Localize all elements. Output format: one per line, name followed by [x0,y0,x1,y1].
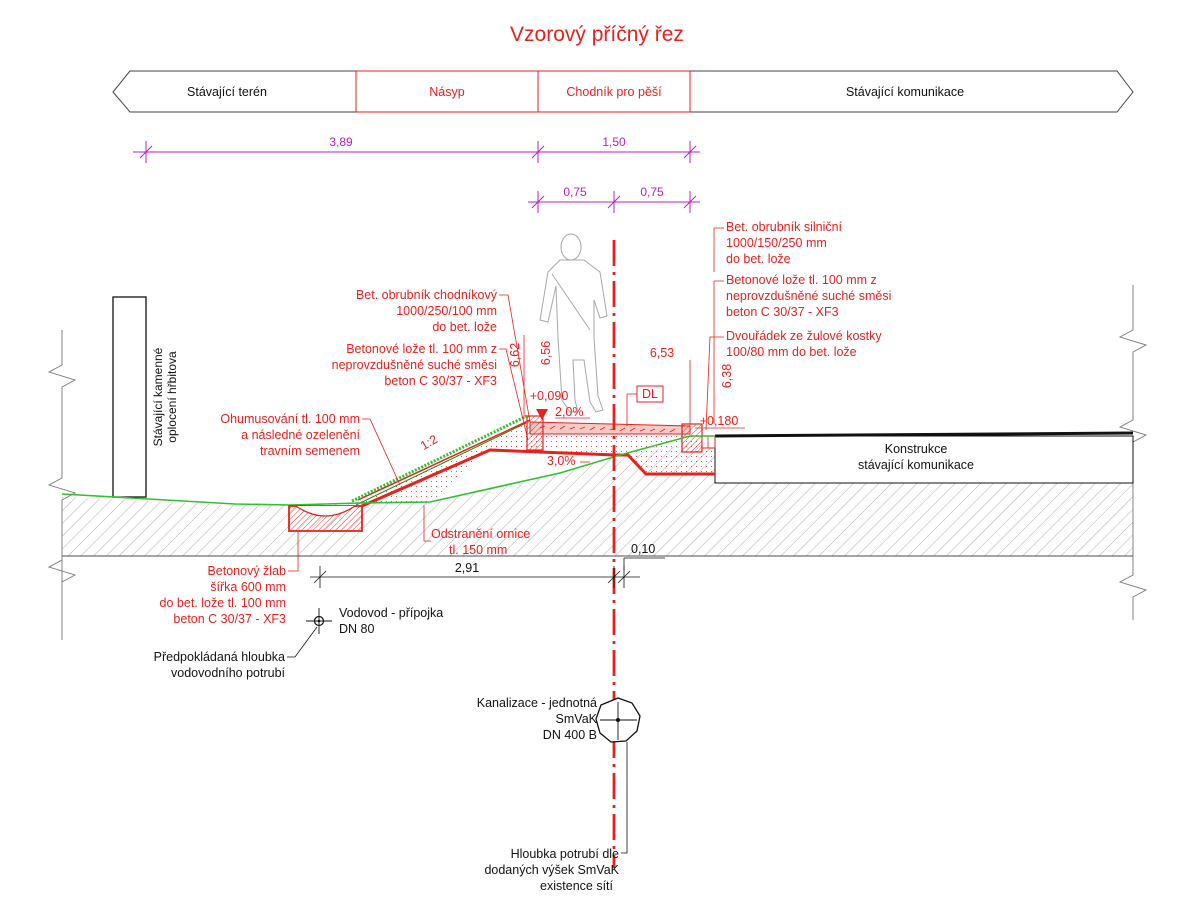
note-bed-right-1: Betonové lože tl. 100 mm z [726,273,877,287]
note-topsoil-2: a následné ozelenění [241,428,360,442]
note-gutter-2: šířka 600 mm [210,580,286,594]
note-curb-sidewalk-3: do bet. lože [432,320,497,334]
dim-half-left: 0,75 [563,185,587,199]
note-paving: Dvouřádek ze žulové kostky 100/80 mm do … [705,329,882,431]
note-gutter: Betonový žlab šířka 600 mm do bet. lože … [160,531,299,626]
lower-dimensions: 2,91 0,10 [310,542,665,588]
sewer-pipe: Kanalizace - jednotná SmVaK DN 400 B Hlo… [477,696,641,893]
note-strip: Odstranění ornice tl. 150 mm [423,505,530,557]
top-dimensions: 3,89 1,50 0,75 0,75 [133,135,700,213]
note-curb-road-2: 1000/150/250 mm [726,236,827,250]
note-bed-right: Betonové lože tl. 100 mm z neprovzdušněn… [713,273,891,424]
level-step-left: +0,090 [530,389,569,403]
note-gutter-1: Betonový žlab [207,564,286,578]
note-curb-road-3: do bet. lože [726,252,791,266]
note-topsoil: Ohumusování tl. 100 mm a následné ozelen… [220,412,401,486]
fence-label-line1: Stávající kamenné [151,347,165,446]
existing-terrain-line [61,435,715,506]
water-label-1: Vodovod - přípojka [339,606,443,620]
level-l4: 6,38 [720,364,734,388]
dl-tag: DL [626,385,664,426]
note-bed-right-2: neprovzdušněné suché směsi [726,289,891,303]
slope-embankment: 1:2 [418,432,440,453]
note-topsoil-3: travním semenem [260,444,360,458]
note-bed-left-1: Betonové lože tl. 100 mm z [346,342,497,356]
note-curb-sidewalk-2: 1000/250/100 mm [396,304,497,318]
note-gutter-3: do bet. lože tl. 100 mm [160,596,286,610]
slope-base: 3,0% [547,454,576,468]
note-topsoil-1: Ohumusování tl. 100 mm [220,412,360,426]
levels: 6,62 6,56 6,53 6,38 +0,090 +0,180 [508,335,745,429]
note-strip-2: tl. 150 mm [449,543,507,557]
dim-half-right: 0,75 [640,185,664,199]
slope-sidewalk: 2,0% [555,405,584,419]
sewer-label-2: SmVaK [556,712,598,726]
road-construction: Konstrukce stávající komunikace [714,431,1134,484]
level-l3: 6,53 [650,346,674,360]
water-depth-1: Předpokládaná hloubka [154,650,285,664]
sewer-label-3: DN 400 B [543,728,597,742]
zone-chodnik-box [537,70,691,113]
fence-wall: Stávající kamenné oplocení hřbitova [112,296,179,498]
dim-total-left: 3,89 [329,135,353,149]
dl-tag-label: DL [642,387,658,401]
note-curb-road: Bet. obrubník silniční 1000/150/250 mm d… [713,220,843,272]
dim-offset: 0,10 [631,542,655,556]
note-bed-right-3: beton C 30/37 - XF3 [726,305,839,319]
sewer-depth-2: dodaných výšek SmVaK [484,863,619,877]
note-paving-2: 100/80 mm do bet. lože [726,345,857,359]
sewer-depth-3: existence sítí [540,879,613,893]
fence-label-line2: oplocení hřbitova [165,351,179,443]
sewer-depth-1: Hloubka potrubí dle [511,847,619,861]
zone-label-komunikace: Stávající komunikace [846,85,964,99]
concrete-gutter [288,505,363,532]
note-bed-left-3: beton C 30/37 - XF3 [384,374,497,388]
zone-label-chodnik: Chodník pro pěší [566,85,662,99]
level-l2: 6,56 [539,341,553,365]
dim-sidewalk: 1,50 [602,135,626,149]
zone-banner-outline [112,70,1134,113]
water-label-2: DN 80 [339,622,374,636]
sewer-label-1: Kanalizace - jednotná [477,696,597,710]
note-bed-left: Betonové lože tl. 100 mm z neprovzdušněn… [332,342,529,441]
level-l1: 6,62 [508,343,522,367]
note-curb-sidewalk-1: Bet. obrubník chodníkový [356,288,498,302]
note-bed-left-2: neprovzdušněné suché směsi [332,358,497,372]
water-depth-2: vodovodního potrubí [171,666,286,680]
note-curb-road-1: Bet. obrubník silniční [726,220,843,234]
note-strip-1: Odstranění ornice [431,527,530,541]
road-label-line2: stávající komunikace [858,458,974,472]
pedestrian-figure [539,233,608,413]
level-step-right: +0,180 [700,414,739,428]
note-paving-1: Dvouřádek ze žulové kostky [726,329,882,343]
note-curb-sidewalk: Bet. obrubník chodníkový 1000/250/100 mm… [356,288,531,423]
note-gutter-4: beton C 30/37 - XF3 [173,612,286,626]
zone-label-nasyp: Násyp [429,85,464,99]
dim-span-low: 2,91 [455,561,479,575]
zone-banner: Stávající terén Násyp Chodník pro pěší S… [112,70,1134,113]
road-label-line1: Konstrukce [885,442,948,456]
drawing-title: Vzorový příčný řez [510,23,684,46]
zone-label-teren: Stávající terén [187,85,267,99]
water-pipe: Vodovod - přípojka DN 80 Předpokládaná h… [154,606,444,680]
